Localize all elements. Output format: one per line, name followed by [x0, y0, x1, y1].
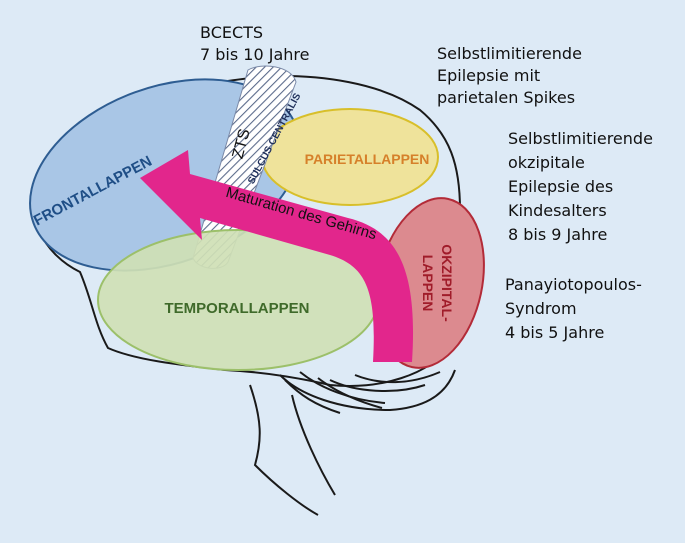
occipital-label-line2: LAPPEN	[420, 255, 436, 312]
cerebellum	[279, 369, 456, 414]
parietal-epilepsy-annotation: Selbstlimitierende Epilepsie mit parieta…	[437, 43, 582, 109]
parietal-epilepsy-line1: Selbstlimitierende	[437, 44, 582, 63]
brainstem	[249, 384, 336, 516]
temporal-label: TEMPORALLAPPEN	[164, 300, 309, 317]
bcects-annotation: BCECTS 7 bis 10 Jahre	[200, 22, 309, 66]
panayiotopoulos-line2: Syndrom	[505, 299, 577, 318]
parietal-epilepsy-line2: Epilepsie mit	[437, 66, 541, 85]
occipital-epilepsy-line3: Epilepsie des	[508, 177, 614, 196]
panayiotopoulos-line1: Panayiotopoulos-	[505, 275, 642, 294]
occipital-label-line1: OKZIPITAL-	[439, 244, 455, 322]
parietal-epilepsy-line3: parietalen Spikes	[437, 88, 576, 107]
occipital-epilepsy-annotation: Selbstlimitierende okzipitale Epilepsie …	[508, 127, 653, 247]
maturation-arrow	[140, 150, 414, 362]
occipital-epilepsy-line2: okzipitale	[508, 153, 585, 172]
occipital-epilepsy-line4: Kindesalters	[508, 201, 607, 220]
bcects-age: 7 bis 10 Jahre	[200, 45, 310, 64]
occipital-epilepsy-age: 8 bis 9 Jahre	[508, 225, 608, 244]
panayiotopoulos-annotation: Panayiotopoulos- Syndrom 4 bis 5 Jahre	[505, 273, 642, 345]
occipital-epilepsy-line1: Selbstlimitierende	[508, 129, 653, 148]
panayiotopoulos-age: 4 bis 5 Jahre	[505, 323, 605, 342]
bcects-title: BCECTS	[200, 23, 264, 42]
parietal-label: PARIETALLAPPEN	[305, 151, 430, 167]
